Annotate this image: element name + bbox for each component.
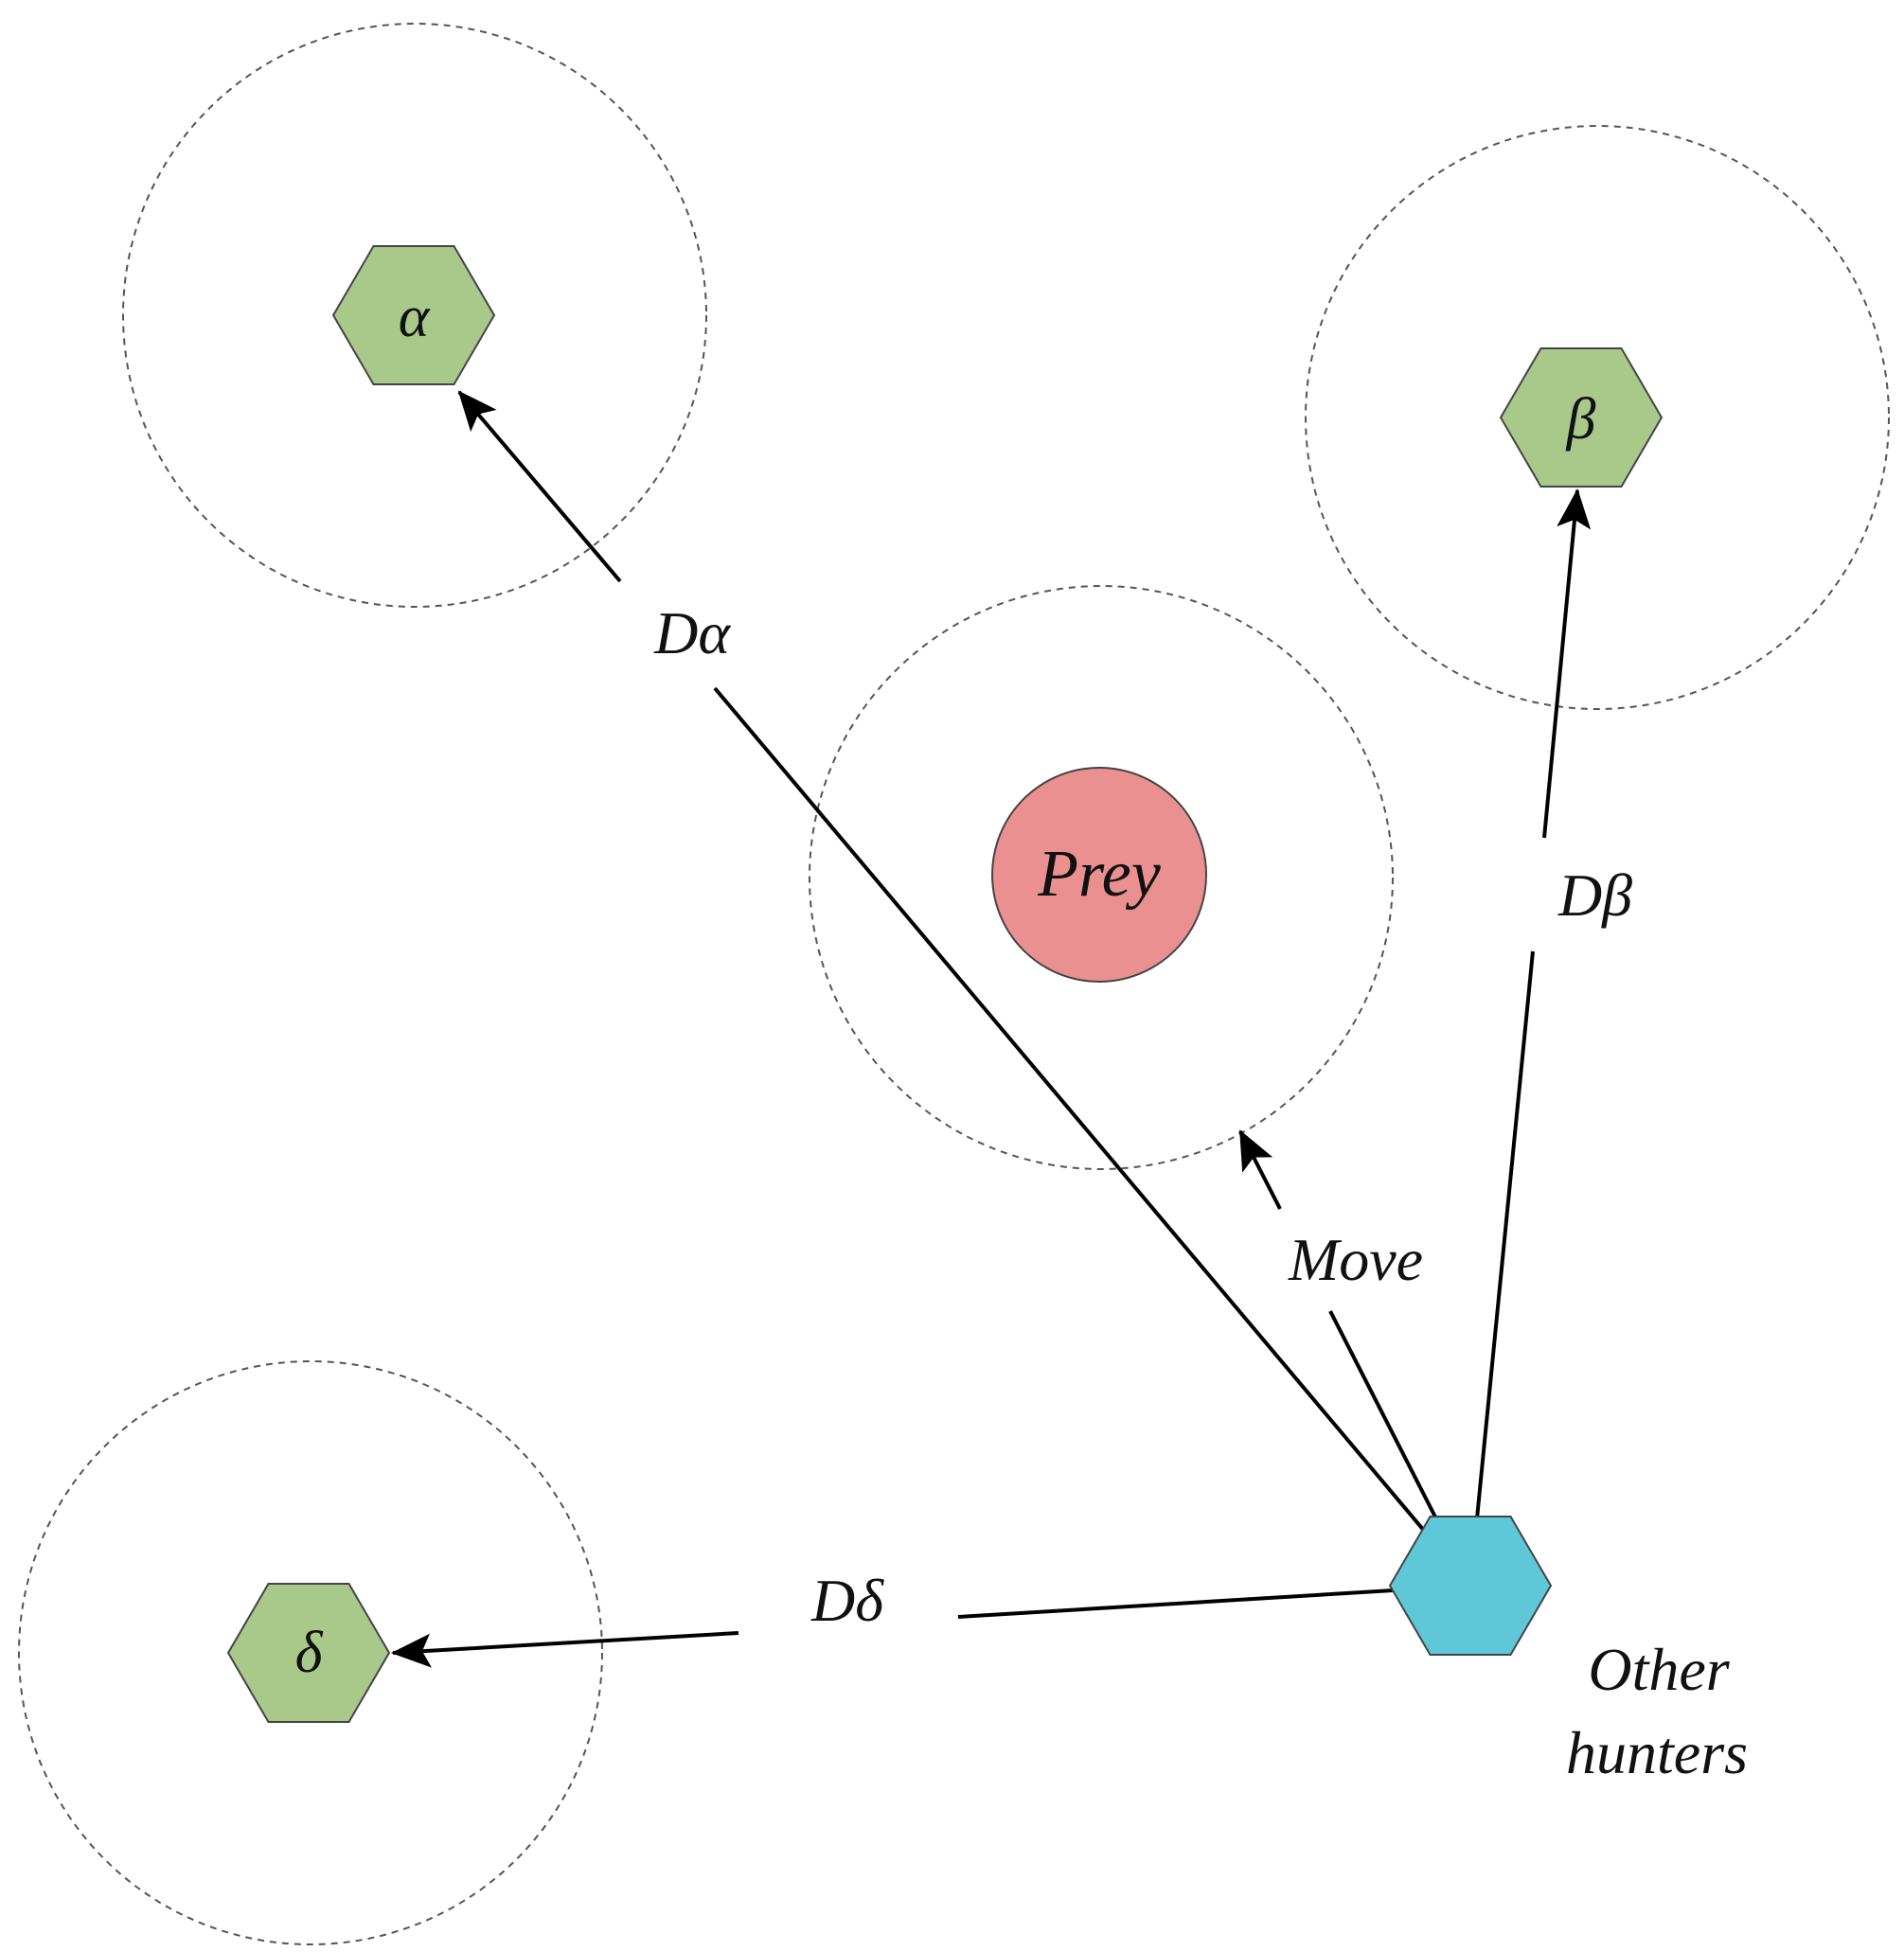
delta-range-circle [18,1360,603,1945]
hunter-node: Other hunters [1388,1516,1748,1786]
alpha-label: α [399,285,431,349]
alpha-range-circle [122,23,707,608]
beta-hexagon [1499,347,1664,488]
move-label: Move [1288,1226,1423,1293]
alpha-node: α [331,245,496,385]
prey-range-circle [809,585,1394,1170]
hunter-label-line2: hunters [1566,1719,1748,1786]
delta-node: δ [226,1583,391,1723]
edge-d-delta [391,1584,1471,1668]
alpha-hexagon [331,245,496,385]
beta-node: β [1499,347,1664,488]
beta-range-circle [1305,125,1890,710]
d-beta-label: Dβ [1557,861,1632,929]
edge-d-alpha [457,390,1472,1588]
hunter-hexagon [1388,1516,1553,1656]
hunter-label-line1: Other [1588,1636,1730,1703]
d-delta-label: Dδ [810,1567,884,1634]
delta-label: δ [295,1621,324,1685]
edge-d-beta [1468,488,1592,1587]
prey-node: Prey [991,767,1207,983]
beta-label: β [1566,387,1596,452]
prey-circle [991,767,1207,983]
prey-label: Prey [1037,838,1161,911]
delta-hexagon [226,1583,391,1723]
d-alpha-label: Dα [653,599,731,666]
